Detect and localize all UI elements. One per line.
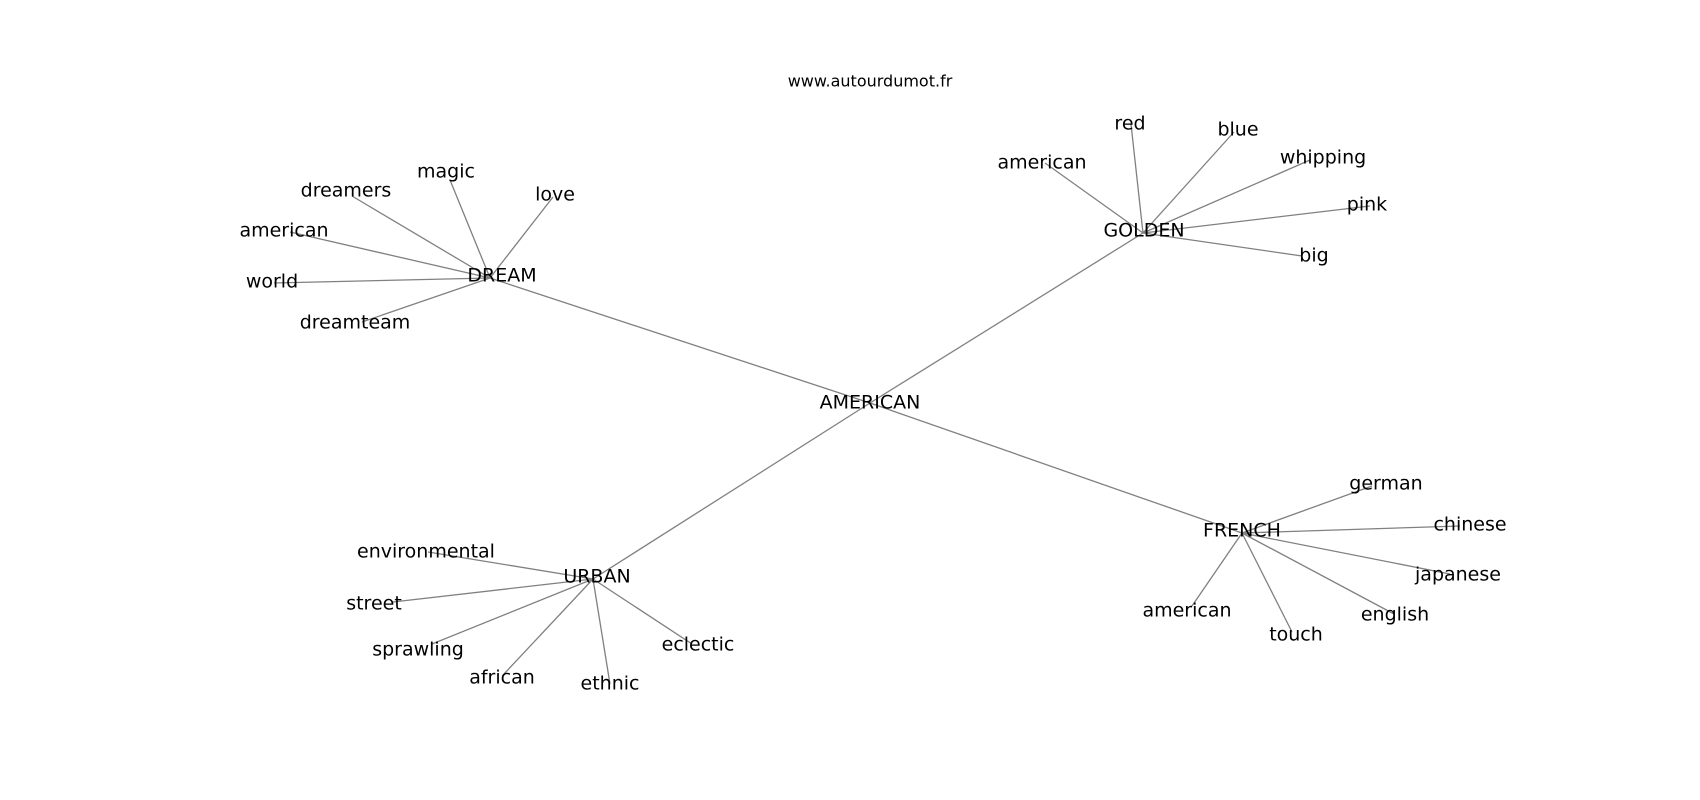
- edge-golden-whipping: [1142, 159, 1311, 234]
- leaf-node-french-touch[interactable]: touch: [1269, 624, 1323, 646]
- edge-french-american: [1191, 532, 1243, 607]
- cluster-node-dream[interactable]: DREAM: [467, 265, 536, 287]
- cluster-node-urban[interactable]: URBAN: [563, 566, 630, 588]
- leaf-node-golden-big[interactable]: big: [1299, 245, 1328, 267]
- edge-dream-love: [489, 196, 554, 279]
- edge-urban-ethnic: [592, 578, 611, 685]
- leaf-node-golden-whipping[interactable]: whipping: [1280, 147, 1366, 169]
- edge-french-chinese: [1241, 525, 1461, 534]
- leaf-node-french-japanese[interactable]: japanese: [1414, 564, 1501, 586]
- edge-center-french: [869, 402, 1243, 534]
- leaf-node-french-american[interactable]: american: [1142, 600, 1231, 622]
- leaf-node-dream-magic[interactable]: magic: [417, 161, 475, 183]
- leaf-node-french-german[interactable]: german: [1349, 473, 1422, 495]
- leaf-node-golden-blue[interactable]: blue: [1217, 119, 1258, 141]
- edge-dream-world: [273, 277, 491, 284]
- edge-urban-eclectic: [592, 578, 693, 645]
- edge-french-japanese: [1241, 532, 1451, 575]
- edge-golden-red: [1130, 123, 1144, 234]
- leaf-node-dream-dreamers[interactable]: dreamers: [301, 180, 392, 202]
- edge-center-golden: [869, 232, 1144, 404]
- site-url: www.autourdumot.fr: [788, 72, 953, 91]
- leaf-node-urban-african[interactable]: african: [469, 667, 535, 689]
- edge-golden-pink: [1142, 205, 1371, 234]
- edge-urban-street: [392, 578, 594, 603]
- edge-urban-environmental: [427, 551, 594, 580]
- edge-golden-big: [1142, 232, 1303, 257]
- leaf-node-golden-american[interactable]: american: [997, 152, 1086, 174]
- leaf-node-french-english[interactable]: english: [1361, 604, 1429, 626]
- center-node-american[interactable]: AMERICAN: [820, 392, 921, 414]
- edge-dream-dreamteam: [361, 277, 491, 323]
- edge-dream-dreamers: [351, 195, 491, 279]
- graph-labels: www.autourdumot.fr AMERICAN DREAM magic dr…: [239, 72, 1506, 695]
- leaf-node-golden-red[interactable]: red: [1114, 113, 1145, 135]
- edge-french-touch: [1241, 532, 1293, 633]
- graph-edges: [273, 123, 1461, 685]
- leaf-node-dream-dreamteam[interactable]: dreamteam: [300, 312, 411, 334]
- cluster-node-french[interactable]: FRENCH: [1203, 520, 1281, 542]
- leaf-node-golden-pink[interactable]: pink: [1347, 194, 1387, 216]
- edge-golden-blue: [1142, 131, 1235, 234]
- leaf-node-urban-street[interactable]: street: [346, 593, 402, 615]
- edge-french-german: [1241, 485, 1373, 534]
- edge-golden-american: [1044, 162, 1144, 234]
- leaf-node-urban-environmental[interactable]: environmental: [357, 541, 495, 563]
- leaf-node-urban-eclectic[interactable]: eclectic: [662, 634, 735, 656]
- cluster-node-golden[interactable]: GOLDEN: [1103, 220, 1184, 242]
- edge-dream-american: [289, 231, 491, 279]
- leaf-node-dream-love[interactable]: love: [535, 184, 575, 206]
- edge-dream-magic: [449, 179, 491, 279]
- edge-urban-african: [503, 578, 594, 675]
- leaf-node-dream-world[interactable]: world: [246, 271, 298, 293]
- edge-center-dream: [489, 277, 871, 404]
- leaf-node-urban-ethnic[interactable]: ethnic: [581, 673, 640, 695]
- leaf-node-french-chinese[interactable]: chinese: [1433, 514, 1506, 536]
- leaf-node-dream-american[interactable]: american: [239, 220, 328, 242]
- edge-urban-sprawling: [431, 578, 594, 645]
- leaf-node-urban-sprawling[interactable]: sprawling: [372, 639, 464, 661]
- edge-center-urban: [592, 402, 871, 580]
- edge-french-english: [1241, 532, 1395, 615]
